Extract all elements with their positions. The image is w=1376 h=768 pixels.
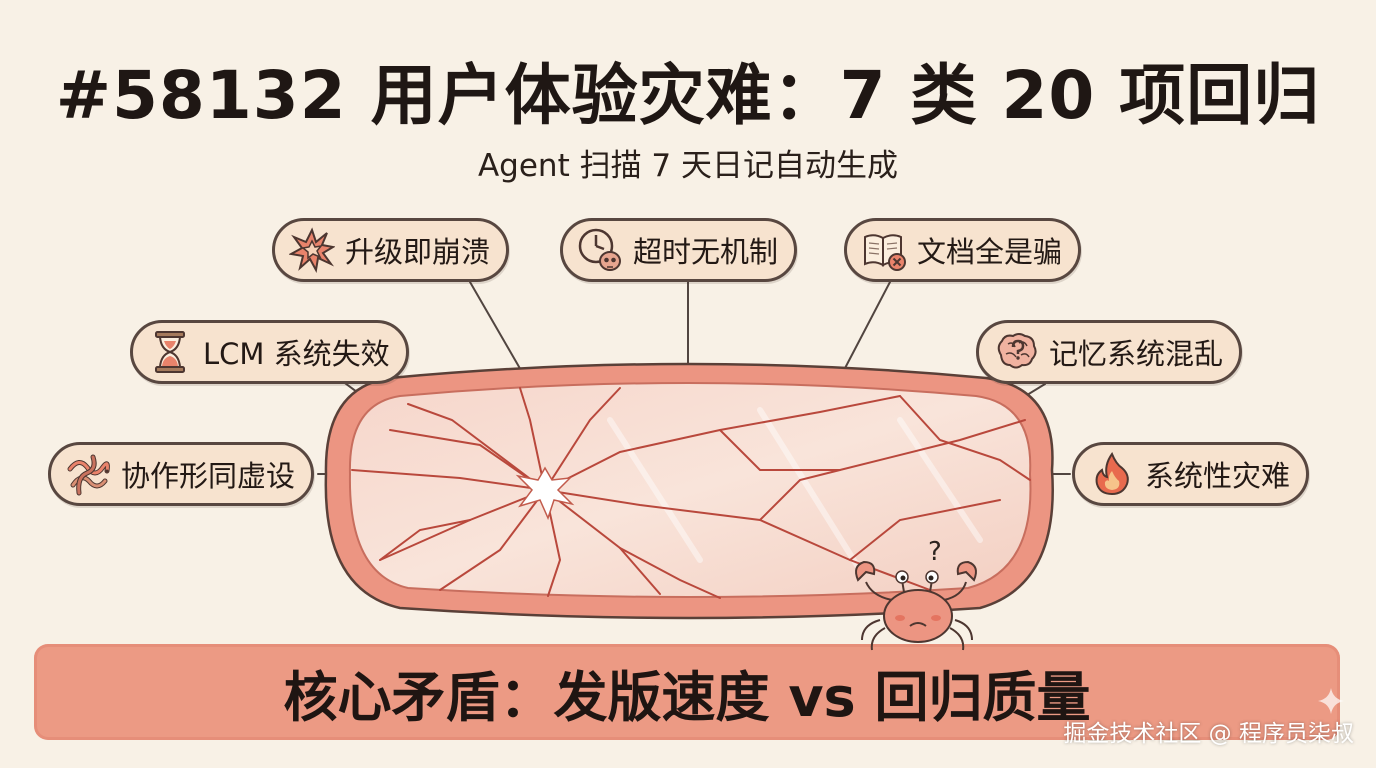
category-pill-timeout: 超时无机制	[560, 218, 798, 282]
category-pill-memory-chaos: 记忆系统混乱	[976, 320, 1243, 384]
category-label: LCM 系统失效	[203, 337, 390, 371]
category-label: 升级即崩溃	[345, 235, 491, 269]
confused-brain-icon	[997, 333, 1037, 369]
category-label: 记忆系统混乱	[1049, 337, 1224, 371]
clock-skull-icon	[578, 228, 621, 271]
watermark: 掘金技术社区 @ 程序员柒叔	[1063, 721, 1354, 747]
tangled-worms-icon	[67, 454, 110, 496]
category-pill-upgrade-crash: 升级即崩溃	[272, 218, 510, 282]
page-subtitle: Agent 扫描 7 天日记自动生成	[477, 148, 899, 184]
question-mark: ?	[928, 537, 942, 567]
category-label: 系统性灾难	[1145, 459, 1291, 493]
page-title: #58132 用户体验灾难：7 类 20 项回归	[55, 57, 1321, 134]
explosion-icon	[289, 227, 335, 273]
category-pill-docs-lie: 文档全是骗	[844, 218, 1082, 282]
category-pill-systemic-disaster: 系统性灾难	[1072, 442, 1310, 506]
category-pill-collaboration-useless: 协作形同虚设	[48, 442, 315, 506]
banner-title: 核心矛盾：发版速度 vs 回归质量	[283, 665, 1091, 729]
hourglass-icon	[155, 331, 185, 373]
mirror-glass	[348, 382, 1032, 598]
category-label: 协作形同虚设	[121, 459, 296, 493]
mirror-impact-hole	[515, 466, 575, 521]
category-label: 文档全是骗	[917, 235, 1063, 269]
book-error-icon	[864, 234, 906, 271]
fire-icon	[1095, 451, 1129, 496]
mirror-cracks	[351, 387, 1031, 599]
category-pill-lcm-failure: LCM 系统失效	[130, 320, 409, 384]
sparkle-icon	[1318, 688, 1344, 714]
banner-background	[34, 644, 1340, 740]
category-label: 超时无机制	[633, 235, 779, 269]
